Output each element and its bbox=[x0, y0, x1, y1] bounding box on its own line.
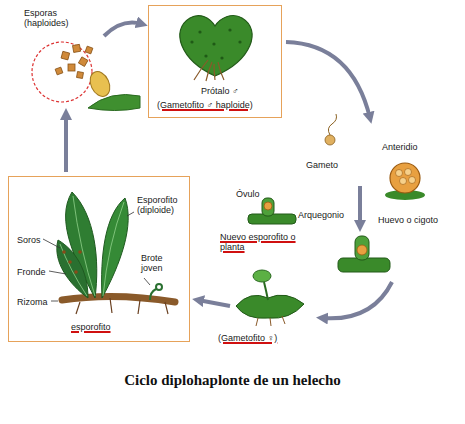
part-label: Arquegonio bbox=[298, 210, 344, 220]
part-label: Gameto bbox=[306, 160, 338, 170]
part-label: Huevo o cigoto bbox=[378, 215, 438, 225]
part-label: Anteridio bbox=[382, 142, 418, 152]
box-label: Brote joven bbox=[141, 253, 183, 274]
box-label: Rizoma bbox=[17, 297, 48, 307]
part-label: Nuevo esporofito o planta bbox=[220, 232, 306, 253]
part-label: Esporas (haploides) bbox=[24, 8, 78, 29]
stage-box: Esporofito (diploide) SorosFronde Brote jo… bbox=[8, 176, 190, 342]
box-label: Prótalo ♂ bbox=[201, 86, 239, 96]
box-label: Soros bbox=[17, 235, 41, 245]
part-label: (Gametofito ♀) bbox=[218, 333, 277, 343]
caption: Ciclo diplohaplonte de un helecho bbox=[0, 372, 465, 389]
box-label: Esporofito (diploide) bbox=[137, 195, 187, 216]
box-label: esporofito bbox=[71, 322, 111, 332]
part-label: Óvulo bbox=[236, 189, 260, 199]
box-label: (Gametofito ♂ haploide) bbox=[157, 100, 279, 110]
box-label: Fronde bbox=[17, 267, 46, 277]
stage-box: Prótalo ♂ (Gametofito ♂ haploide) bbox=[148, 5, 282, 118]
